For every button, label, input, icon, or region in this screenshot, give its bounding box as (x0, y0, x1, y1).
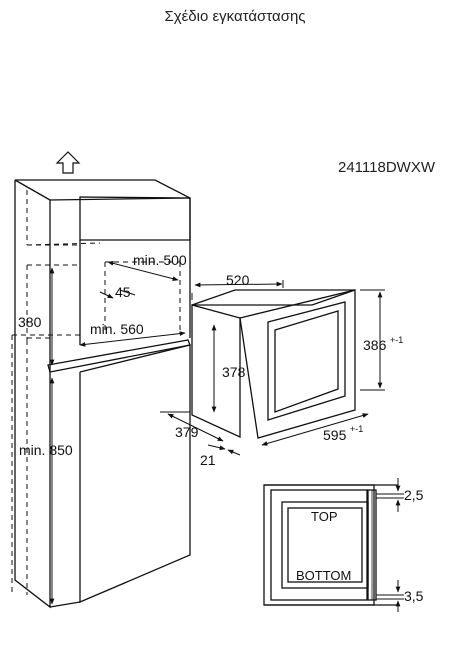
dim-595: 595 (323, 427, 347, 443)
dim-520: 520 (226, 272, 250, 288)
up-arrow-icon (55, 151, 81, 174)
detail-dimension-lines (376, 478, 404, 612)
label-top: TOP (311, 509, 338, 524)
appliance-dimension-lines (160, 280, 385, 456)
dim-min-500: min. 500 (133, 252, 187, 268)
dim-378: 378 (222, 364, 246, 380)
cabinet-dimension-lines (49, 261, 186, 605)
microwave-appliance (191, 289, 356, 439)
tall-cabinet (14, 179, 191, 609)
model-code: 241118DWXW (338, 159, 435, 176)
dim-386-tolerance: +-1 (390, 335, 403, 345)
dim-min-850: min. 850 (19, 442, 73, 458)
cabinet-hidden-lines (11, 190, 181, 595)
page-title: Σχέδιο εγκατάστασης (164, 8, 306, 25)
dim-3-5: 3,5 (404, 588, 424, 604)
dim-386: 386 (363, 337, 387, 353)
dim-21: 21 (200, 452, 216, 468)
label-bottom: BOTTOM (296, 568, 351, 583)
dim-2-5: 2,5 (404, 487, 424, 503)
dim-379: 379 (175, 424, 199, 440)
dim-380: 380 (18, 314, 42, 330)
dim-45: 45 (115, 284, 131, 300)
dim-595-tolerance: +-1 (350, 424, 363, 434)
dim-min-560: min. 560 (90, 321, 144, 337)
niche-front-detail (263, 484, 398, 606)
